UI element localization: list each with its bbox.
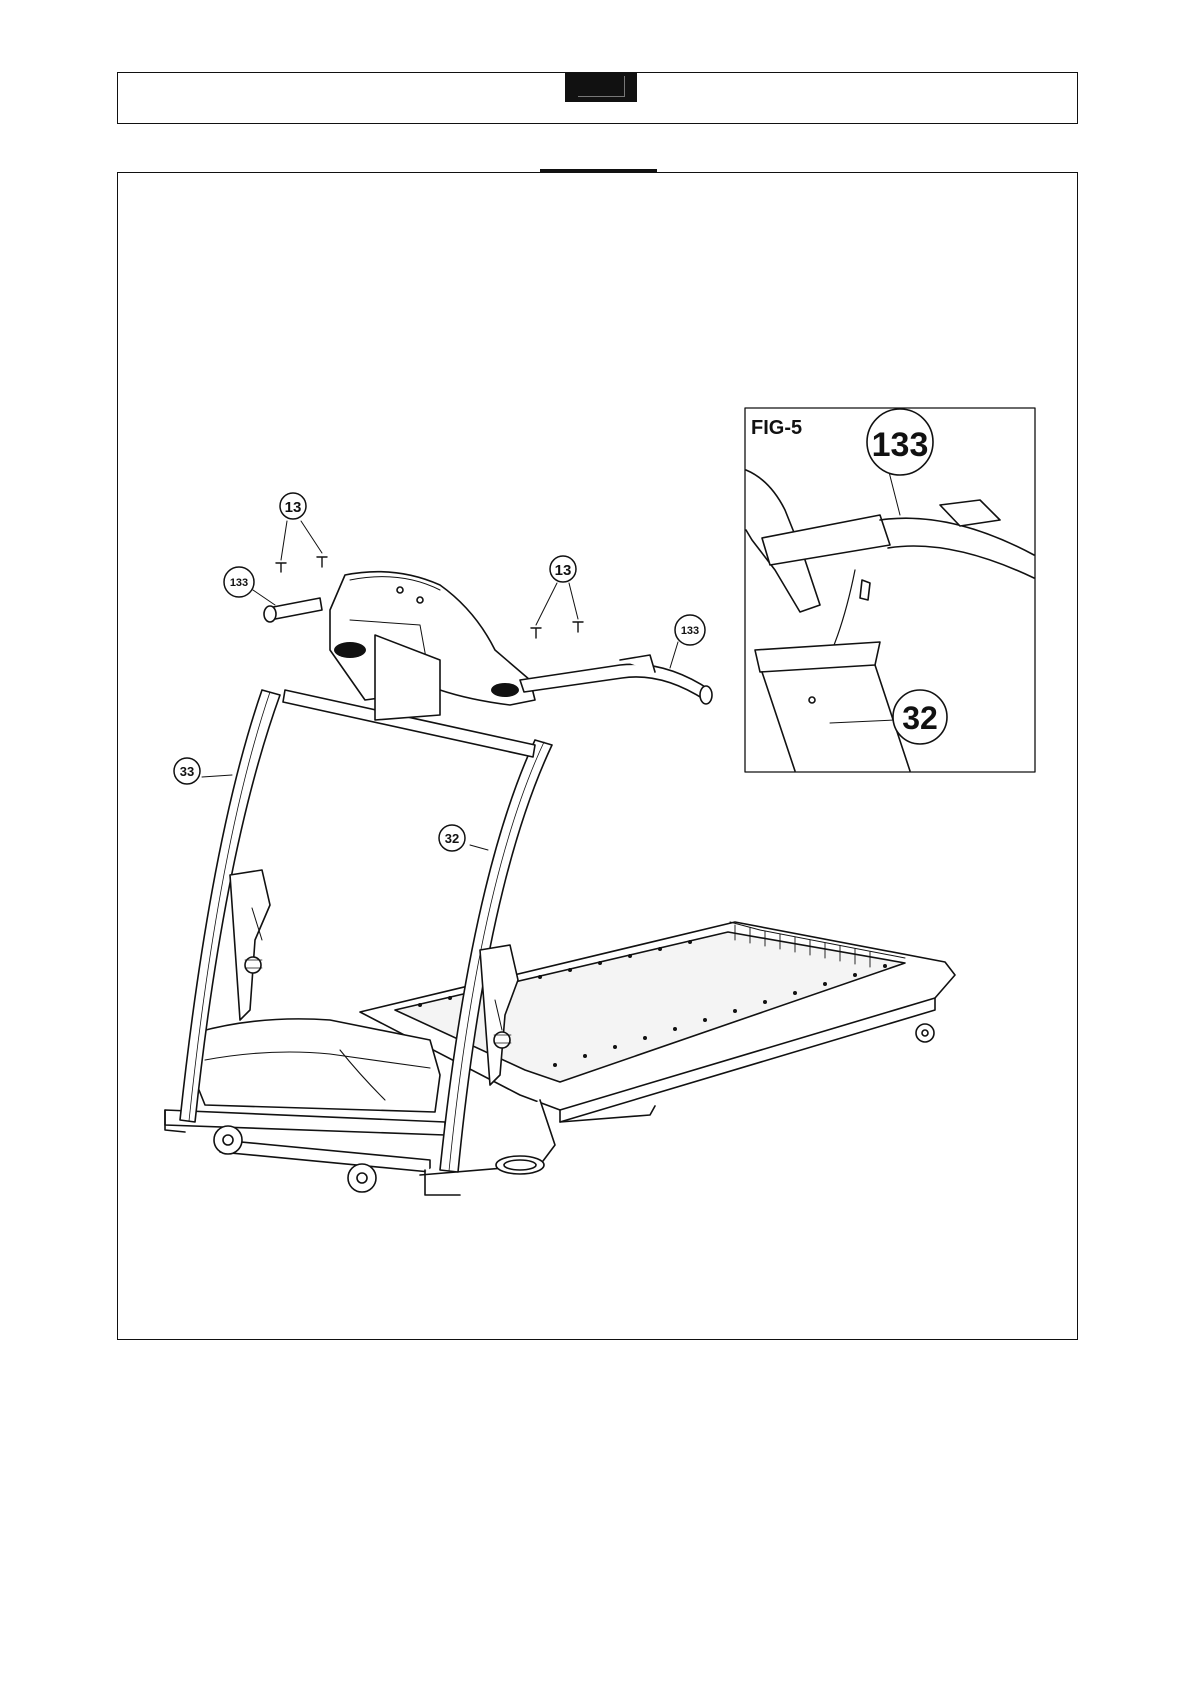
- svg-text:32: 32: [902, 700, 938, 736]
- callout-inset-handlebar: 133: [867, 409, 933, 475]
- svg-text:133: 133: [872, 426, 929, 464]
- svg-text:33: 33: [180, 764, 194, 779]
- callout-inset-upright: 32: [893, 690, 947, 744]
- callout-upright-left: 33: [174, 758, 200, 784]
- callout-bolts-right: 13: [550, 556, 576, 582]
- callout-handlebar-right: 133: [675, 615, 705, 645]
- right-handlebar: [520, 655, 712, 704]
- svg-text:13: 13: [555, 562, 572, 579]
- svg-text:32: 32: [445, 831, 459, 846]
- svg-text:133: 133: [681, 625, 699, 637]
- callout-upright-right: 32: [439, 825, 465, 851]
- svg-text:133: 133: [230, 577, 248, 589]
- left-handlebar: [264, 598, 322, 622]
- inset-label: FIG-5: [751, 417, 802, 439]
- callout-handlebar-left: 133: [224, 567, 254, 597]
- svg-text:13: 13: [285, 499, 302, 516]
- console: [330, 572, 535, 720]
- callout-bolts-left: 13: [280, 493, 306, 519]
